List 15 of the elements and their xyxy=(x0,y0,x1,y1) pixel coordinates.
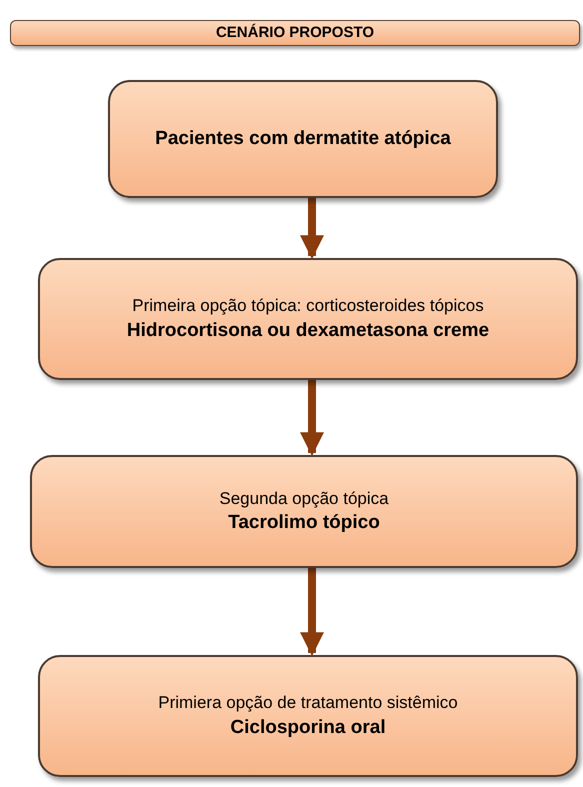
box-text: Primeira opção tópica: corticosteroides tópicos xyxy=(132,295,484,318)
title-banner: CENÁRIO PROPOSTO xyxy=(10,20,580,46)
bold-text: Ciclosporina oral xyxy=(230,716,386,740)
process-box xyxy=(38,258,578,380)
bold-text: Hidrocortisona ou dexametasona creme xyxy=(126,318,490,343)
process-box xyxy=(30,455,578,568)
arrow xyxy=(300,568,324,656)
arrow xyxy=(300,380,324,456)
box-text: Primiera opção de tratamento sistêmico xyxy=(158,692,458,714)
arrow xyxy=(300,198,324,260)
bold-text: Tacrolimo tópico xyxy=(228,511,380,536)
process-box xyxy=(38,655,578,777)
process-box xyxy=(108,80,498,198)
box-text: Segunda opção tópica xyxy=(219,488,389,510)
bold-text: Pacientes com dermatite atópica xyxy=(155,126,451,151)
